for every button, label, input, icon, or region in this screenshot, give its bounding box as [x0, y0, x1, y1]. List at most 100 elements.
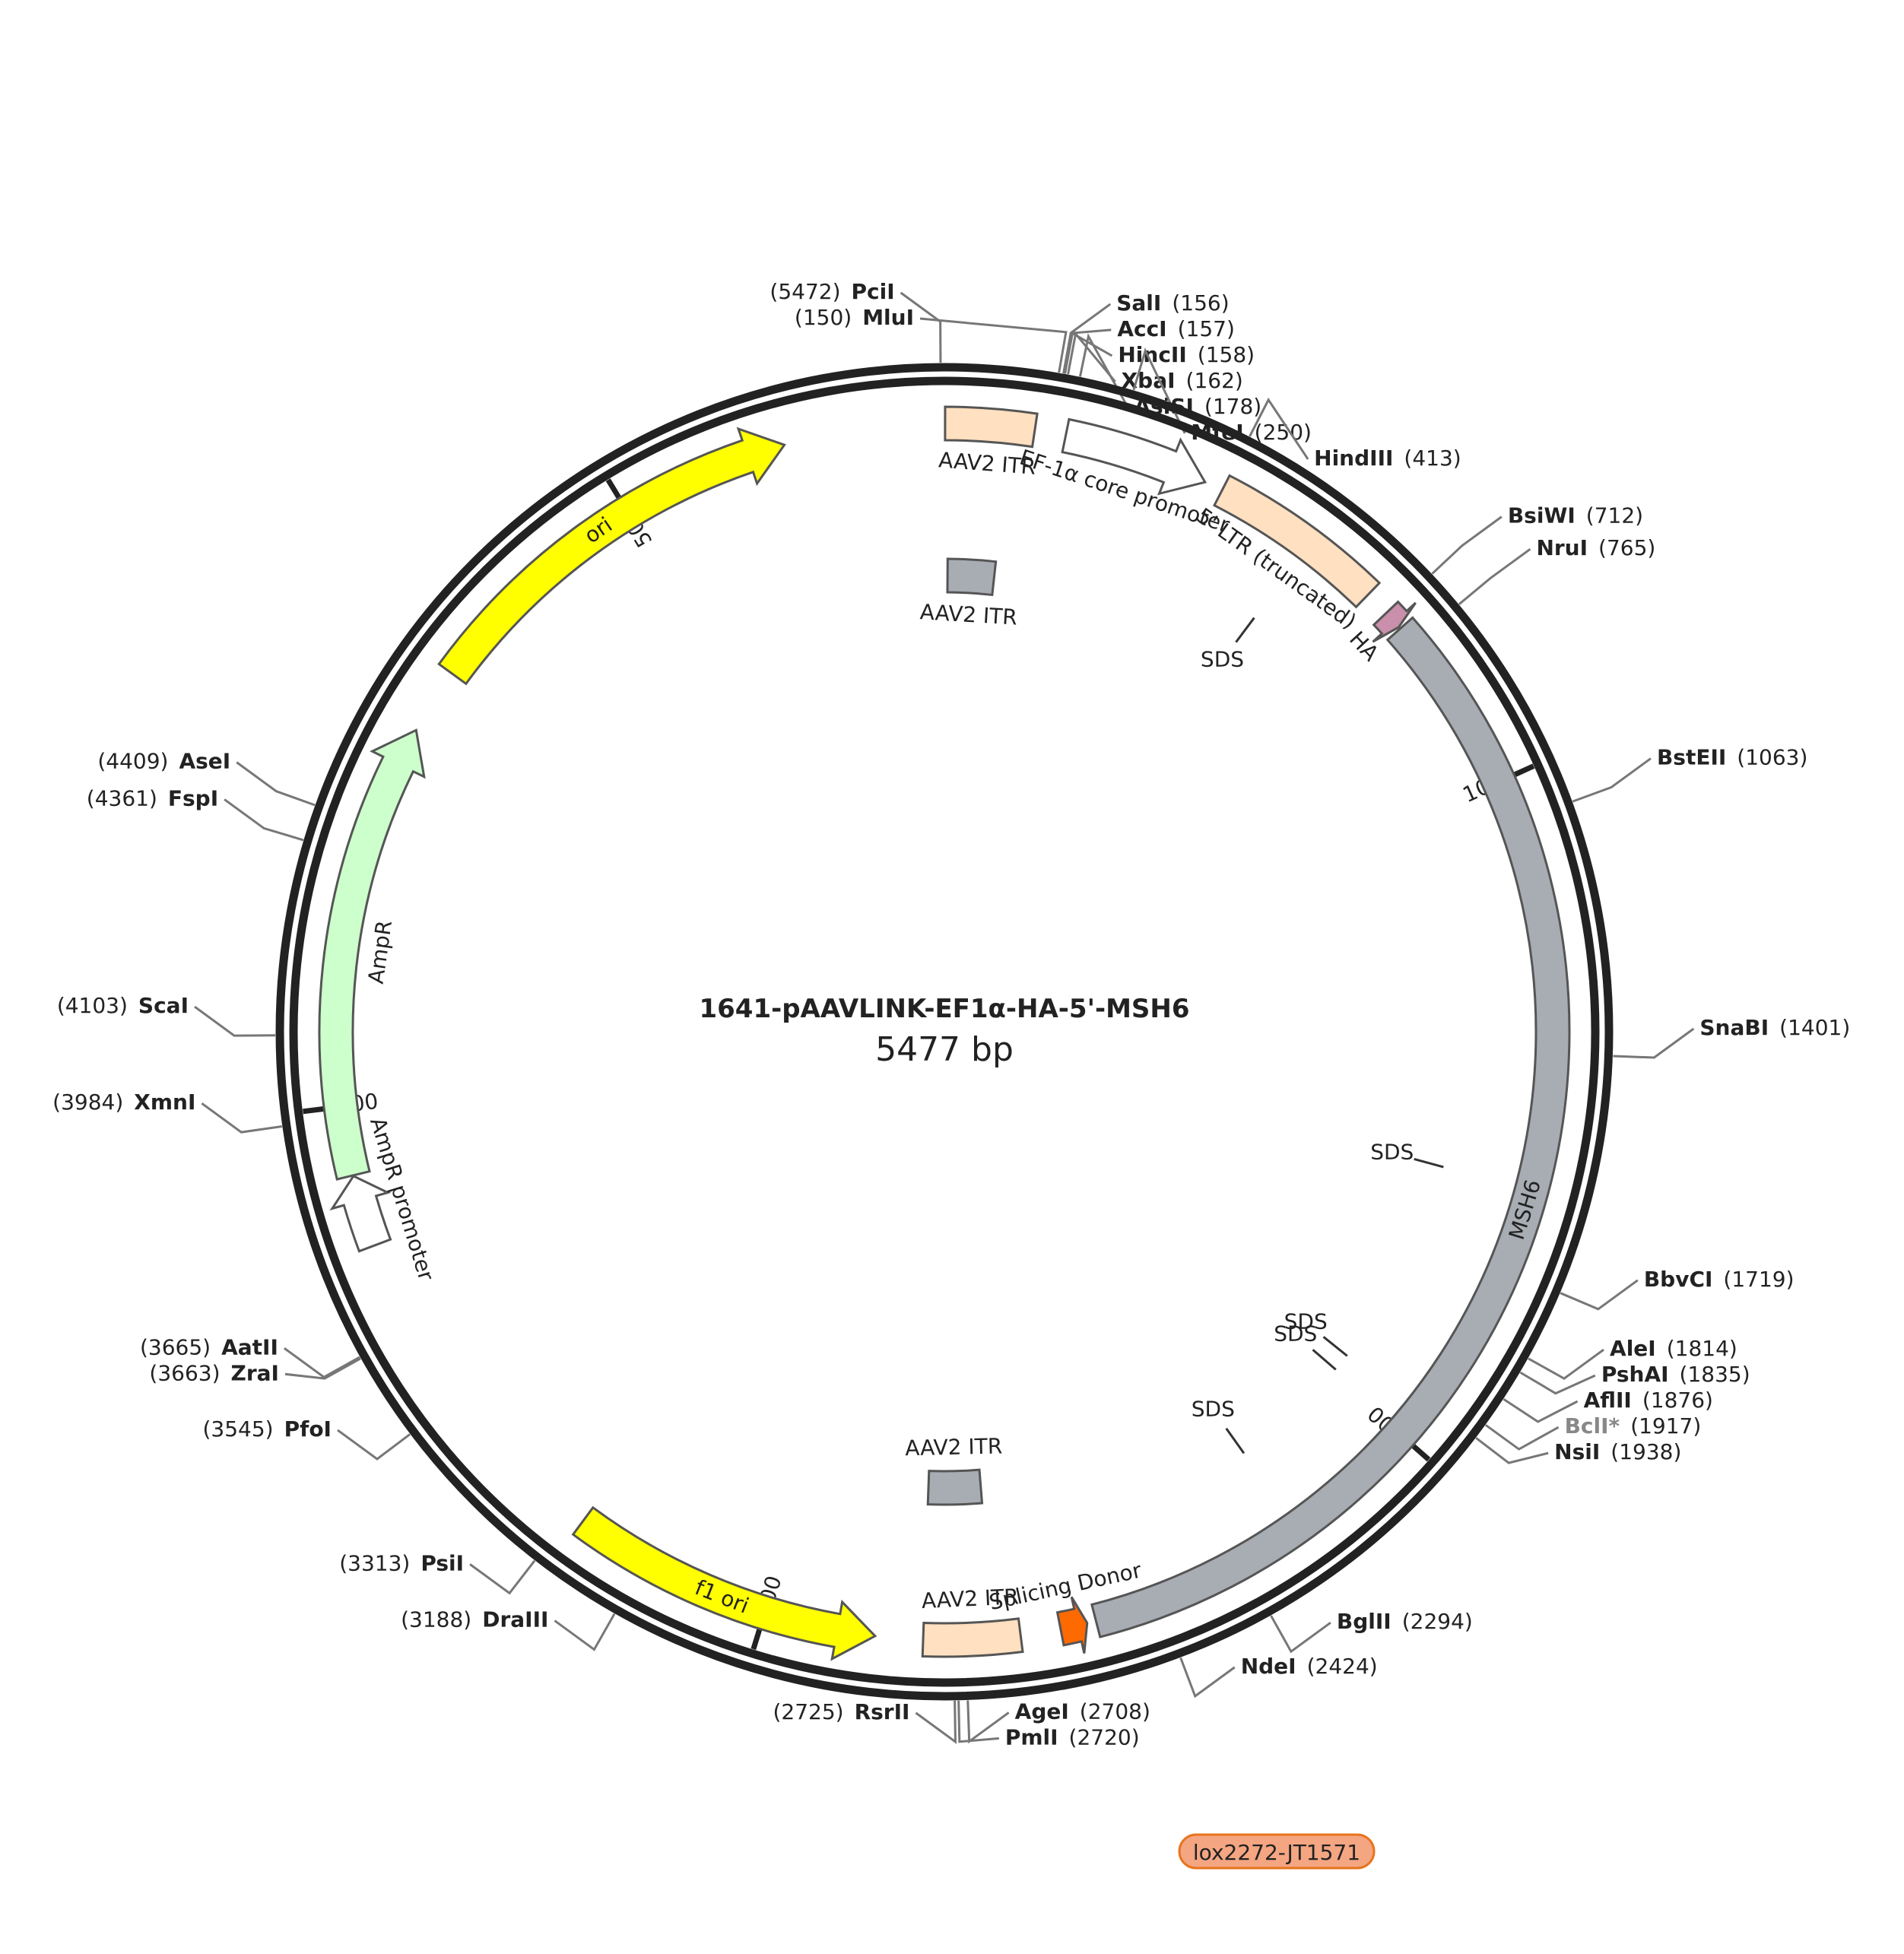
aav2-itr-feature-label: AAV2 ITR	[921, 1584, 1019, 1613]
site-nsii-leader	[1475, 1437, 1549, 1464]
site-ndei-pos: (2424)	[1307, 1654, 1378, 1679]
site-nrui-label[interactable]: NruI(765)	[1536, 535, 1655, 560]
aav2-itr-feature[interactable]	[946, 557, 998, 597]
site-xbai-label[interactable]: XbaI(162)	[1122, 368, 1243, 393]
site-sali-name: SalI	[1116, 290, 1161, 316]
aav2-itr-feature[interactable]	[921, 1617, 1024, 1658]
center-labels: 1641-pAAVLINK-EF1α-HA-5'-MSH6 5477 bp	[699, 994, 1189, 1069]
site-snabi-leader	[1613, 1027, 1695, 1059]
ha-feature-label: HA	[1344, 626, 1384, 666]
site-pcii-label[interactable]: (5472)PciI	[770, 279, 894, 304]
site-pmli-name: PmlI	[1005, 1724, 1058, 1749]
site-xmni-label[interactable]: (3984)XmnI	[52, 1090, 195, 1115]
site-xmni-name: XmnI	[134, 1090, 195, 1115]
site-rsrii-leader	[915, 1700, 957, 1744]
site-bcli-label[interactable]: BclI*(1917)	[1565, 1413, 1702, 1439]
site-agei-name: AgeI	[1015, 1699, 1069, 1724]
site-psii-label[interactable]: (3313) PsiI	[339, 1550, 464, 1575]
site-scai-label[interactable]: (4103)ScaI	[57, 993, 189, 1018]
site-scai-leader	[194, 1005, 276, 1037]
site-psii-name: PsiI	[420, 1550, 464, 1575]
site-bglii-pos: (2294)	[1402, 1609, 1473, 1634]
site-psii-pos: (3313)	[339, 1550, 410, 1575]
site-xbai-leader	[1067, 331, 1116, 382]
site-asei-pos: (4409)	[97, 749, 168, 774]
site-fspi-leader	[224, 798, 304, 842]
site-agei-label[interactable]: AgeI (2708)	[1015, 1699, 1150, 1724]
site-hincii-label[interactable]: HincII(158)	[1118, 342, 1255, 367]
site-bsteii-label[interactable]: BstEII(1063)	[1657, 745, 1807, 770]
ampr-feature[interactable]	[318, 728, 426, 1181]
sds-mark	[1312, 1349, 1337, 1371]
sds-label: SDS	[1284, 1308, 1328, 1334]
site-asei-label[interactable]: (4409)AseI	[97, 749, 230, 774]
site-fspi-label[interactable]: (4361)FspI	[87, 785, 218, 810]
site-bsiwi-pos: (712)	[1586, 503, 1643, 528]
site-bsiwi-label[interactable]: BsiWI(712)	[1508, 503, 1643, 528]
sds-label: SDS	[1370, 1140, 1414, 1165]
site-pfoi-label[interactable]: (3545)PfoI	[203, 1416, 332, 1442]
site-aatii-pos: (3665)	[140, 1334, 211, 1359]
site-mlui-name: MluI	[862, 305, 914, 330]
site-aatii-name: AatII	[221, 1334, 278, 1359]
site-asisi-pos: (178)	[1204, 394, 1261, 419]
site-hindiii-label[interactable]: HindIII(413)	[1314, 446, 1461, 471]
site-draiii-label[interactable]: (3188)DraIII	[401, 1607, 548, 1632]
site-aflii-label[interactable]: AflII(1876)	[1584, 1388, 1713, 1413]
site-asisi-leader	[1078, 333, 1129, 408]
site-pfoi-leader	[337, 1429, 411, 1461]
site-pmli-label[interactable]: PmlI(2720)	[1005, 1724, 1140, 1749]
site-agei-pos: (2708)	[1080, 1699, 1150, 1724]
site-bcli-name: BclI*	[1565, 1413, 1620, 1439]
backbone-inner-ring	[289, 376, 1600, 1687]
site-snabi-pos: (1401)	[1779, 1015, 1850, 1040]
primer-badge-box[interactable]	[1178, 1833, 1376, 1870]
ef-1-core-promoter-feature[interactable]	[1061, 417, 1207, 496]
site-bbvci-pos: (1719)	[1723, 1267, 1794, 1292]
ori-feature[interactable]	[437, 427, 786, 686]
site-nrui-pos: (765)	[1598, 535, 1655, 560]
site-bbvci-label[interactable]: BbvCI(1719)	[1644, 1267, 1795, 1292]
site-bbvci-leader	[1560, 1279, 1639, 1311]
site-zrai-label[interactable]: (3663)ZraI	[149, 1360, 279, 1385]
sds-label: SDS	[1201, 647, 1244, 672]
site-mlui-label[interactable]: (150)MluI	[795, 305, 914, 330]
site-sali-label[interactable]: SalI(156)	[1116, 290, 1229, 316]
aav2-itr-feature[interactable]	[944, 405, 1039, 449]
site-pshai-label[interactable]: PshAI(1835)	[1601, 1362, 1750, 1387]
site-scai-pos: (4103)	[57, 993, 128, 1018]
primer-badge-label[interactable]: lox2272-JT1571	[1193, 1840, 1360, 1865]
sds-mark	[1322, 1336, 1348, 1357]
site-acci-pos: (157)	[1178, 316, 1235, 341]
site-aflii-name: AflII	[1584, 1388, 1632, 1413]
site-rsrii-label[interactable]: (2725)RsrII	[773, 1699, 909, 1724]
site-nsii-label[interactable]: NsiI(1938)	[1554, 1439, 1681, 1464]
site-pfoi-name: PfoI	[284, 1416, 332, 1442]
site-snabi-label[interactable]: SnaBI(1401)	[1699, 1015, 1850, 1040]
site-aflii-leader	[1503, 1397, 1579, 1423]
site-alei-label[interactable]: AleI(1814)	[1610, 1336, 1737, 1361]
ha-feature[interactable]	[1372, 600, 1417, 643]
f1-ori-feature[interactable]	[571, 1505, 877, 1661]
5-ltr-truncated-feature[interactable]	[1212, 474, 1382, 609]
ampr-promoter-feature[interactable]	[329, 1174, 392, 1253]
site-nsii-pos: (1938)	[1610, 1439, 1681, 1464]
site-bglii-label[interactable]: BglII (2294)	[1337, 1609, 1473, 1634]
site-ndei-label[interactable]: NdeI (2424)	[1241, 1654, 1378, 1679]
site-pshai-leader	[1519, 1371, 1596, 1395]
site-pcii-pos: (5472)	[770, 279, 840, 304]
aav2-itr-feature[interactable]	[926, 1468, 984, 1506]
site-acci-label[interactable]: AccI(157)	[1117, 316, 1235, 341]
primer-badge[interactable]: lox2272-JT1571	[1178, 1833, 1376, 1870]
site-hincii-leader	[1064, 331, 1113, 374]
site-psii-leader	[469, 1559, 536, 1595]
msh6-feature[interactable]	[1090, 616, 1571, 1638]
site-xbai-pos: (162)	[1186, 368, 1243, 393]
site-aatii-label[interactable]: (3665) AatII	[140, 1334, 278, 1359]
site-ndei-name: NdeI	[1241, 1654, 1296, 1679]
site-bglii-name: BglII	[1337, 1609, 1392, 1634]
site-bsteii-name: BstEII	[1657, 745, 1726, 770]
splicing-donor-feature[interactable]	[1055, 1596, 1089, 1654]
